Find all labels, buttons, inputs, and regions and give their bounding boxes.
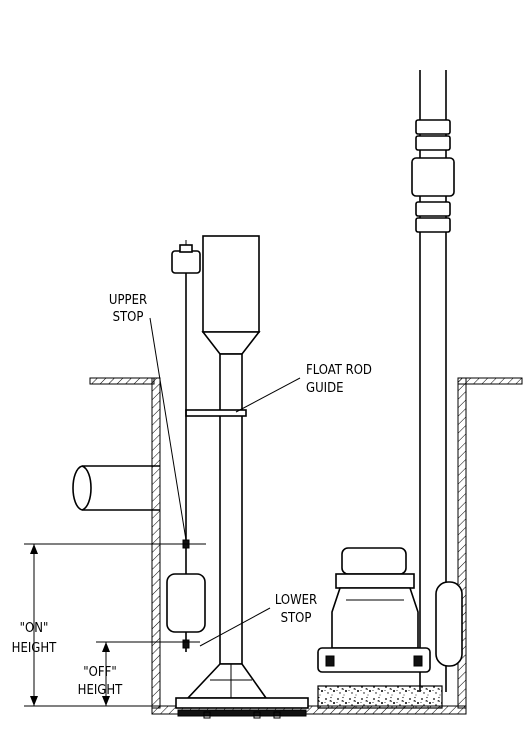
svg-text:"OFF": "OFF" xyxy=(83,665,116,680)
on-height-dimension xyxy=(24,543,206,707)
lower-stop-leader xyxy=(199,607,271,647)
svg-text:HEIGHT: HEIGHT xyxy=(12,641,57,656)
upper-stop-leader xyxy=(149,317,187,541)
off-height-dimension xyxy=(96,641,200,706)
float-rod-guide-leader xyxy=(235,377,301,413)
svg-text:"ON": "ON" xyxy=(20,621,49,636)
pump-base xyxy=(175,663,309,719)
float-switch xyxy=(171,240,201,274)
svg-text:FLOAT ROD: FLOAT ROD xyxy=(306,363,372,378)
pressure-tank xyxy=(435,581,463,667)
label-on-height: "ON" HEIGHT xyxy=(12,621,57,656)
svg-text:GUIDE: GUIDE xyxy=(306,381,343,396)
label-float-rod-guide: FLOAT ROD GUIDE xyxy=(306,363,372,396)
svg-text:LOWER: LOWER xyxy=(275,593,317,608)
inlet-pipe xyxy=(72,465,160,511)
float-control-column xyxy=(185,235,261,665)
svg-text:HEIGHT: HEIGHT xyxy=(78,683,123,698)
float-ball xyxy=(166,573,206,633)
svg-text:UPPER: UPPER xyxy=(109,293,147,308)
concrete-pad xyxy=(317,685,443,709)
lower-stop-marker xyxy=(182,639,190,649)
label-upper-stop: UPPER STOP xyxy=(109,293,147,325)
label-lower-stop: LOWER STOP xyxy=(275,593,317,626)
sump-pit xyxy=(89,377,523,715)
label-off-height: "OFF" HEIGHT xyxy=(78,665,123,698)
sump-pump xyxy=(317,547,431,673)
svg-text:STOP: STOP xyxy=(281,611,312,626)
svg-text:STOP: STOP xyxy=(113,310,144,325)
